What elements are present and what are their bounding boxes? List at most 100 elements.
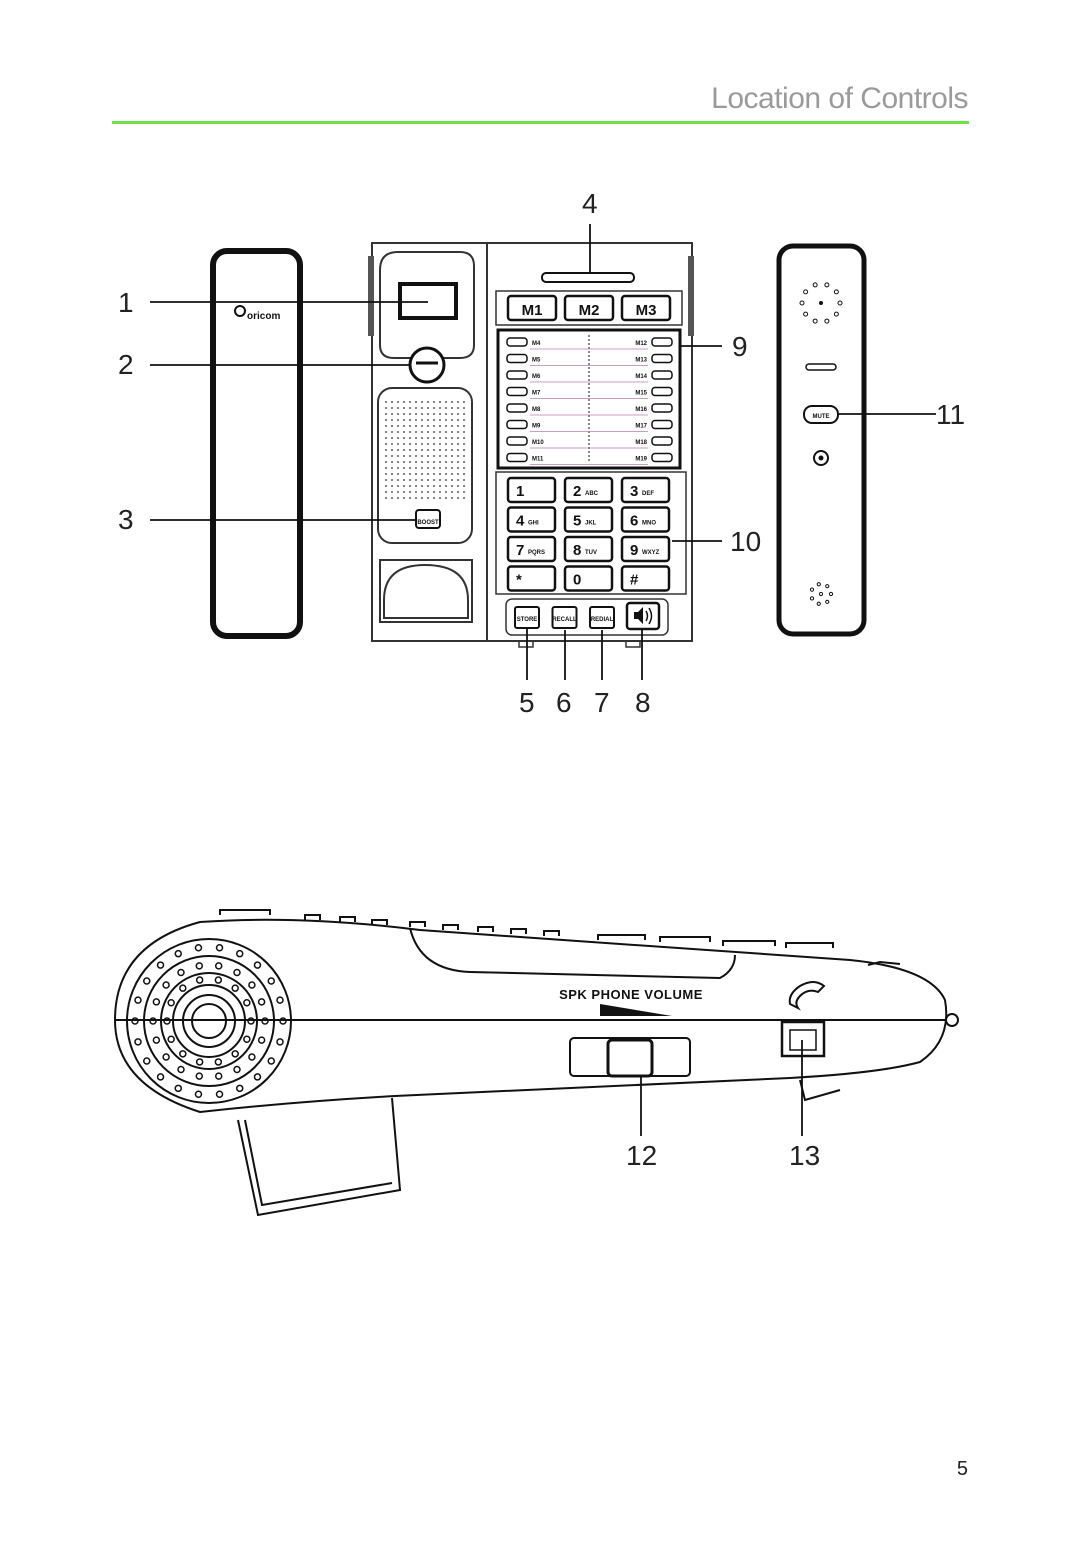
- handset-icon: [788, 981, 826, 1011]
- memory-label-left: M6: [532, 374, 541, 380]
- key-digit: 8: [573, 542, 581, 559]
- memory-button-left[interactable]: [506, 370, 528, 380]
- brand-logo: oricom: [247, 311, 280, 322]
- callout-lines-top: [150, 224, 936, 680]
- callout-2: 2: [118, 349, 134, 380]
- key-6[interactable]: [620, 506, 671, 533]
- key-digit: 7: [516, 542, 524, 559]
- key-digit: *: [516, 572, 522, 589]
- boost-label: BOOST: [417, 520, 439, 526]
- memory-button-right[interactable]: [651, 370, 673, 380]
- key-letters: ABC: [585, 491, 599, 497]
- callout-8: 8: [635, 687, 651, 718]
- callout-6: 6: [556, 687, 572, 718]
- memory-label-left: M7: [532, 391, 541, 397]
- callout-7: 7: [594, 687, 610, 718]
- key-letters: WXYZ: [642, 550, 660, 556]
- memory-button-right[interactable]: [651, 419, 673, 430]
- key-letters: TUV: [585, 550, 597, 556]
- handset-left: oricom: [210, 248, 303, 639]
- key-2[interactable]: [563, 476, 614, 504]
- memory-button-right[interactable]: [651, 386, 673, 397]
- memory-label-right: M19: [635, 457, 647, 463]
- volume-slider[interactable]: [606, 1038, 654, 1078]
- memory-button-right[interactable]: [651, 403, 673, 413]
- callout-1: 1: [118, 287, 134, 318]
- recall-button[interactable]: [551, 606, 578, 629]
- spk-phone-volume-label: SPK PHONE VOLUME: [559, 987, 703, 1002]
- memory-label-left: M11: [532, 457, 544, 463]
- memory-label-right: M13: [635, 358, 647, 364]
- key-9[interactable]: [620, 535, 671, 563]
- callout-3: 3: [118, 504, 134, 535]
- mute-label: MUTE: [813, 414, 830, 420]
- memory-key-m2[interactable]: [563, 294, 615, 322]
- callout-9: 9: [732, 331, 748, 362]
- callout-4: 4: [582, 188, 598, 219]
- line-jack: [780, 1020, 826, 1058]
- key-digit: 1: [516, 483, 524, 500]
- key-1[interactable]: [506, 476, 557, 504]
- memory-label-right: M14: [635, 374, 647, 380]
- header-rule: [112, 121, 969, 124]
- key-digit: 0: [573, 572, 581, 589]
- memory-button-right[interactable]: [651, 452, 673, 463]
- handset-right: MUTE: [776, 243, 867, 637]
- memory-button-left[interactable]: [506, 452, 528, 463]
- memory-button-left[interactable]: [506, 337, 528, 347]
- memory-label-left: M4: [532, 341, 541, 347]
- callout-12: 12: [626, 1140, 657, 1171]
- memory-button-left[interactable]: [506, 419, 528, 430]
- ringer-lamp: [398, 282, 458, 320]
- hook-switch[interactable]: [408, 346, 446, 384]
- key-letters: MNO: [642, 521, 656, 527]
- page-title: Location of Controls: [711, 82, 968, 115]
- key-8[interactable]: [563, 535, 614, 563]
- boost-button[interactable]: [415, 509, 441, 529]
- key-letters: DEF: [642, 491, 654, 497]
- page-number: 5: [956, 1458, 968, 1480]
- memory-label-right: M15: [635, 391, 647, 397]
- memory-key-m3[interactable]: [620, 294, 672, 322]
- memory-button-left[interactable]: [506, 353, 528, 364]
- memory-label-left: M5: [532, 358, 541, 364]
- memory-button-right[interactable]: [651, 353, 673, 364]
- memory-button-left[interactable]: [506, 403, 528, 413]
- memory-label-left: M8: [532, 407, 541, 413]
- redial-button[interactable]: [589, 606, 615, 629]
- memory-label-left: M9: [532, 424, 541, 430]
- key-digit: 4: [516, 513, 525, 530]
- callout-10: 10: [730, 526, 761, 557]
- key-digit: 2: [573, 483, 581, 500]
- key-7[interactable]: [506, 535, 557, 563]
- memory-button-left[interactable]: [506, 386, 528, 397]
- memory-label-left: M10: [532, 440, 544, 446]
- key-digit: #: [630, 572, 639, 589]
- key-letters: GHI: [528, 521, 539, 527]
- memory-button-left[interactable]: [506, 436, 528, 446]
- key-letters: JKL: [585, 521, 597, 527]
- speaker-icon: [634, 607, 653, 625]
- memory-key-m1[interactable]: [506, 294, 558, 322]
- callout-11: 11: [936, 399, 965, 430]
- key-0[interactable]: [563, 565, 614, 592]
- memory-label-right: M16: [635, 407, 647, 413]
- key-5[interactable]: [563, 506, 614, 533]
- memory-label-right: M12: [635, 341, 647, 347]
- key-digit: 9: [630, 542, 638, 559]
- key-#[interactable]: [620, 565, 671, 592]
- memory-label-right: M17: [635, 424, 647, 430]
- key-digit: 5: [573, 513, 581, 530]
- callout-13: 13: [789, 1140, 820, 1171]
- key-3[interactable]: [620, 476, 671, 504]
- memory-key-label: M2: [579, 302, 600, 319]
- memory-button-right[interactable]: [651, 337, 673, 347]
- display-slot: [541, 272, 635, 283]
- key-*[interactable]: [506, 565, 557, 592]
- memory-button-right[interactable]: [651, 436, 673, 446]
- key-4[interactable]: [506, 506, 557, 533]
- redial-label: REDIAL: [591, 617, 614, 623]
- recall-label: RECALL: [552, 617, 577, 623]
